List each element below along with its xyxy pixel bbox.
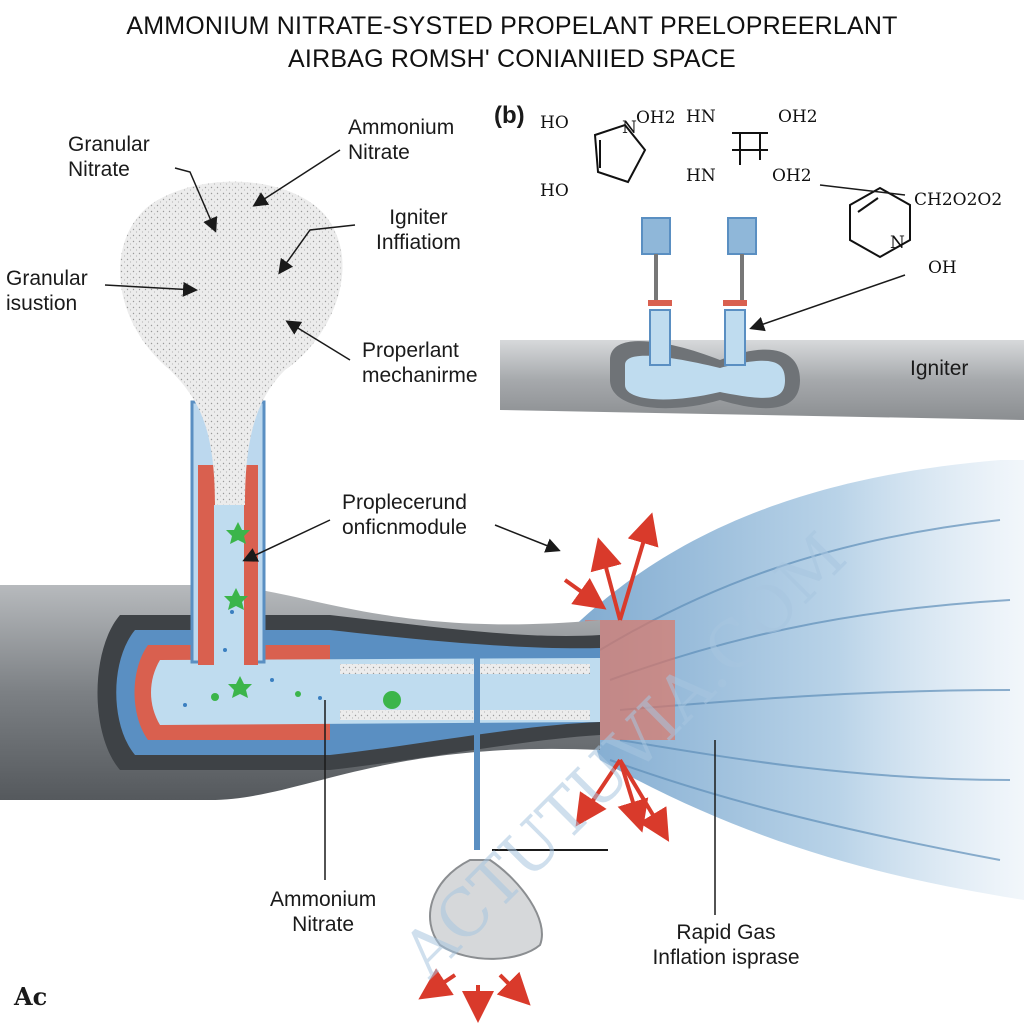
chem-oh: OH — [928, 258, 957, 278]
chem-oh2-2: OH2 — [778, 107, 818, 127]
airbag-folds — [599, 519, 1011, 861]
chem-structures — [593, 123, 911, 259]
label-igniter-right: Igniter — [910, 357, 969, 380]
chem-n-ring: N — [890, 233, 905, 253]
chem-ho-2: HO — [540, 181, 569, 201]
panel-b-marker: (b) — [494, 102, 525, 129]
chem-oh2-3: OH2 — [772, 166, 812, 186]
corner-text: Ac — [14, 982, 48, 1011]
airbag-bag — [560, 460, 1024, 900]
title-line-1: AMMONIUM NITRATE-SYSTED PROPELANT PRELOP… — [126, 12, 898, 40]
chem-hn-2: HN — [686, 166, 716, 186]
green-particles — [211, 522, 401, 709]
chem-ch2o2o2: CH2O2O2 — [914, 190, 1003, 210]
chem-n-1: N — [622, 118, 637, 138]
fluid-chamber — [151, 658, 600, 725]
chem-ho-1: HO — [540, 113, 569, 133]
chem-oh2-1: OH2 — [636, 108, 676, 128]
cup — [429, 859, 543, 960]
title-line-2: AIRBAG ROMSH' CONIANIIED SPACE — [288, 45, 736, 73]
annotation-lines — [104, 149, 906, 562]
chem-hn-1: HN — [686, 107, 716, 127]
